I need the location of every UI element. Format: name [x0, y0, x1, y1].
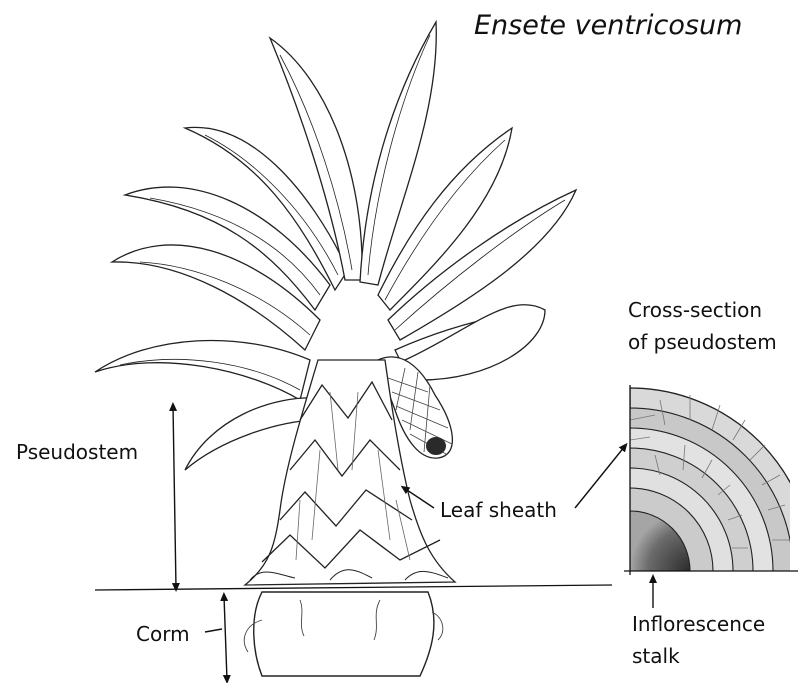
- leaf-sheath-arrow-right: [575, 446, 625, 508]
- corm-roots: [244, 600, 443, 652]
- ground-line: [95, 585, 612, 590]
- corm-shape: [254, 592, 434, 676]
- pseudostem-label: Pseudostem: [16, 440, 138, 464]
- inflorescence-label-line1: Inflorescence: [632, 612, 765, 636]
- inflorescence-label-line2: stalk: [632, 644, 680, 668]
- leaf-sheath-label: Leaf sheath: [440, 498, 557, 522]
- cross-section-label-line2: of pseudostem: [628, 330, 777, 354]
- cross-section-diagram: [630, 388, 798, 571]
- cross-section-label-line1: Cross-section: [628, 298, 762, 322]
- diagram-title: Ensete ventricosum: [474, 10, 742, 42]
- pseudostem-height-arrow: [173, 406, 176, 588]
- corm-leader-line: [205, 629, 222, 632]
- corm-label: Corm: [136, 622, 190, 646]
- corm-height-arrow: [224, 596, 227, 680]
- leaf: [95, 340, 310, 400]
